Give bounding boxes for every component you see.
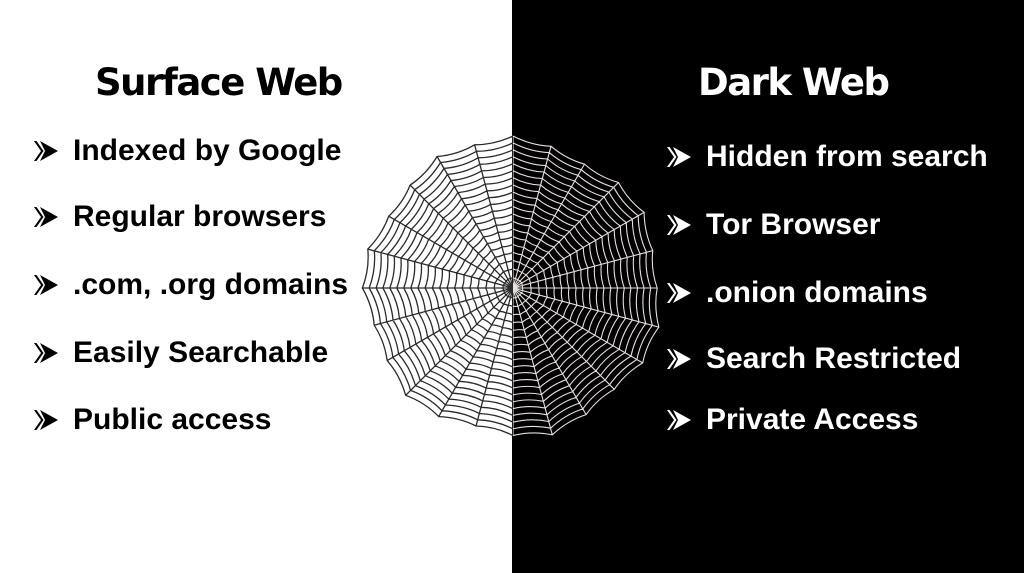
item-label: Regular browsers xyxy=(73,200,327,233)
list-item: Search Restricted xyxy=(666,342,961,376)
double-chevron-arrow-icon xyxy=(34,207,58,227)
list-item: .onion domains xyxy=(666,276,928,310)
list-item: Tor Browser xyxy=(666,208,880,242)
surface-web-panel xyxy=(0,0,512,573)
list-item: Easily Searchable xyxy=(33,336,328,370)
list-item: Regular browsers xyxy=(33,200,326,234)
item-label: .com, .org domains xyxy=(73,268,349,301)
double-chevron-arrow-icon xyxy=(667,410,691,430)
list-item: Indexed by Google xyxy=(33,134,341,168)
surface-web-title: Surface Web xyxy=(95,61,343,104)
list-item: .com, .org domains xyxy=(33,268,348,302)
item-label: Indexed by Google xyxy=(73,134,342,167)
item-label: Search Restricted xyxy=(706,342,962,375)
list-item: Hidden from search xyxy=(666,140,988,174)
double-chevron-arrow-icon xyxy=(34,275,58,295)
double-chevron-arrow-icon xyxy=(667,147,691,167)
list-item: Private Access xyxy=(666,403,918,437)
dark-web-title: Dark Web xyxy=(698,61,890,104)
spider-web-icon xyxy=(361,135,660,437)
item-label: Private Access xyxy=(706,403,919,436)
double-chevron-arrow-icon xyxy=(667,283,691,303)
item-label: .onion domains xyxy=(706,276,928,309)
item-label: Easily Searchable xyxy=(73,336,329,369)
double-chevron-arrow-icon xyxy=(667,215,691,235)
item-label: Public access xyxy=(73,403,272,436)
dark-web-panel xyxy=(512,0,1024,573)
list-item: Public access xyxy=(33,403,271,437)
item-label: Hidden from search xyxy=(706,140,988,173)
item-label: Tor Browser xyxy=(706,208,881,241)
double-chevron-arrow-icon xyxy=(34,410,58,430)
double-chevron-arrow-icon xyxy=(34,141,58,161)
double-chevron-arrow-icon xyxy=(34,343,58,363)
double-chevron-arrow-icon xyxy=(667,349,691,369)
